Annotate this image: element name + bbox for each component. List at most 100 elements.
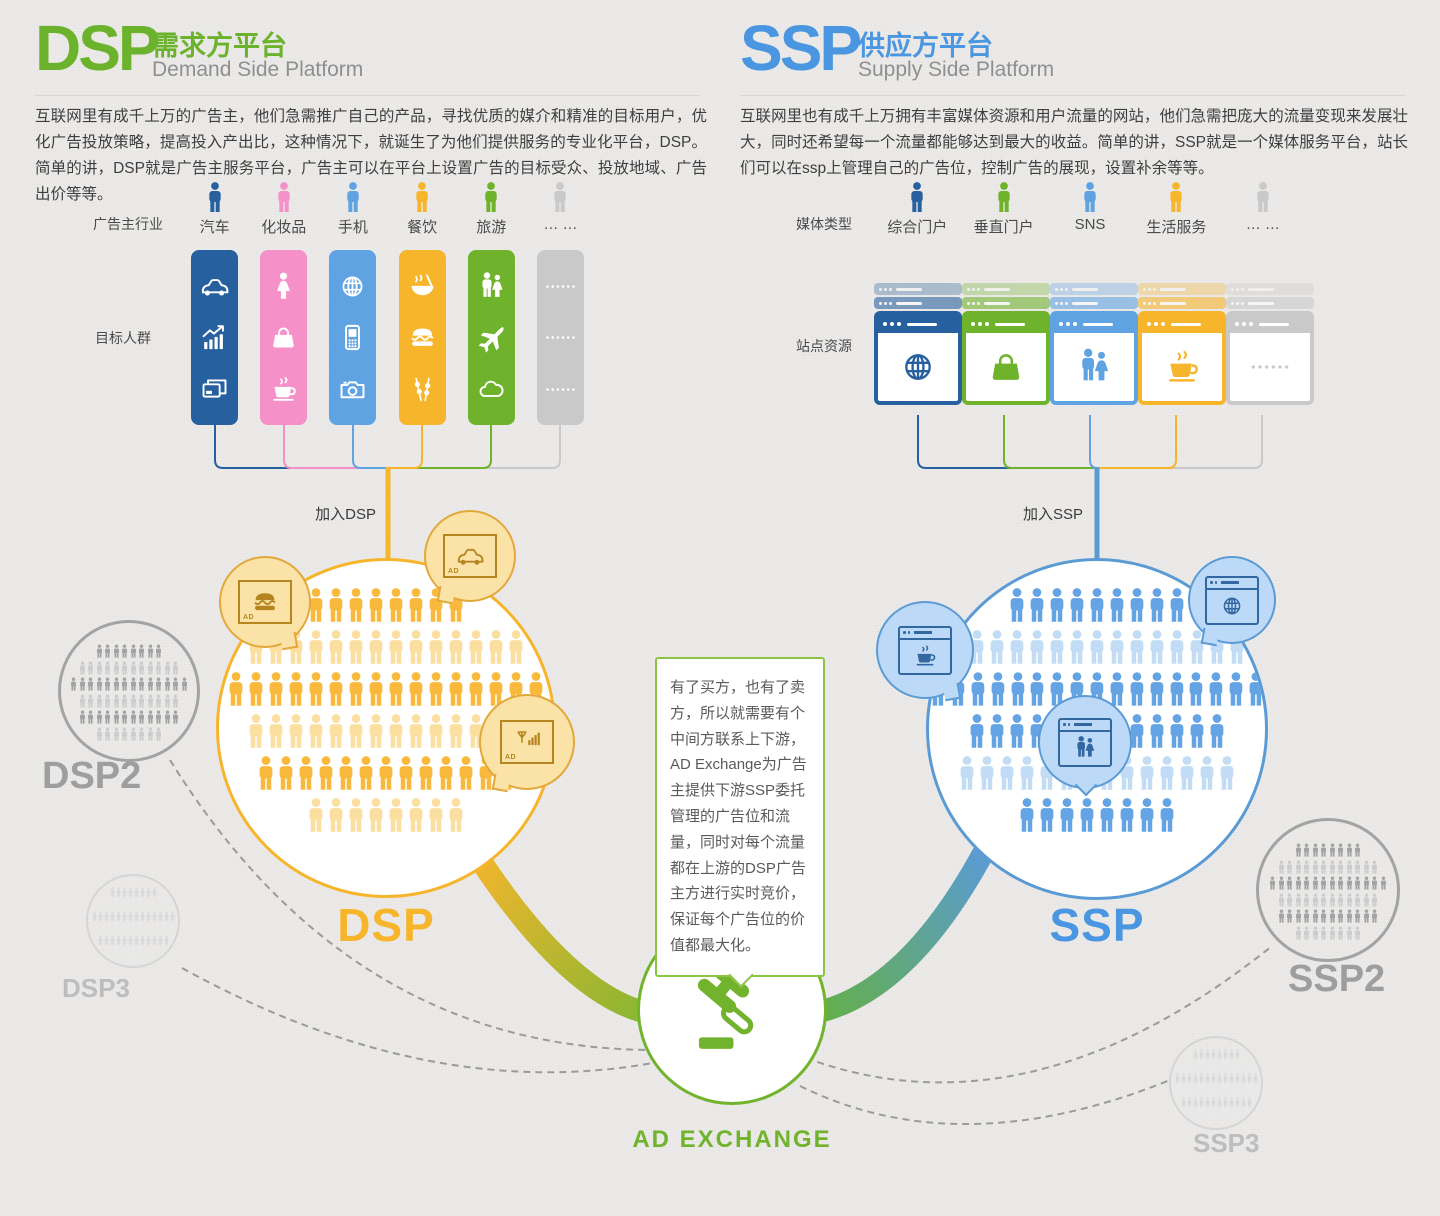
person-icon	[1198, 755, 1216, 793]
person-icon	[1217, 1097, 1222, 1108]
person-icon	[407, 797, 425, 835]
car-icon	[199, 271, 230, 302]
person-icon	[1128, 671, 1146, 709]
advertiser-category: 汽车	[180, 182, 249, 237]
person-icon	[158, 923, 163, 934]
person-icon	[1346, 909, 1353, 924]
person-icon	[507, 629, 525, 667]
person-icon	[247, 671, 265, 709]
person-icon	[1278, 860, 1285, 875]
crowd-row	[1171, 1085, 1261, 1096]
person-icon	[104, 661, 111, 676]
category-label: 综合门户	[887, 219, 948, 236]
person-icon	[155, 727, 162, 742]
person-icon	[1028, 629, 1046, 667]
person-icon	[79, 677, 86, 692]
person-icon	[164, 710, 171, 725]
person-icon	[1354, 909, 1361, 924]
browser-window	[1138, 311, 1226, 405]
crowd-row	[88, 887, 178, 898]
person-icon	[377, 755, 395, 793]
ssp-media-categories: 综合门户 垂直门户 SNS 生活服务 … …	[874, 182, 1306, 237]
crowd-row	[61, 710, 197, 725]
person-icon	[1320, 909, 1327, 924]
person-icon	[1363, 860, 1370, 875]
person-icon	[1320, 893, 1327, 908]
ssp-bus-lines	[917, 415, 1263, 469]
person-icon	[409, 182, 435, 214]
person-icon	[146, 923, 151, 934]
person-icon	[158, 899, 163, 910]
person-icon	[1217, 1085, 1222, 1096]
person-icon	[98, 911, 103, 922]
person-icon	[70, 677, 77, 692]
person-icon	[1312, 926, 1319, 941]
crowd-row	[88, 947, 178, 958]
person-icon	[1223, 1085, 1228, 1096]
cards-icon	[199, 374, 230, 405]
person-icon	[447, 671, 465, 709]
person-icon	[122, 911, 127, 922]
person-icon	[1068, 629, 1086, 667]
dsp-join-label: 加入DSP	[315, 506, 376, 523]
person-icon	[92, 911, 97, 922]
person-icon	[128, 935, 133, 946]
person-icon	[147, 710, 154, 725]
crowd-row	[88, 911, 178, 922]
person-icon	[1205, 1049, 1210, 1060]
bag-icon	[268, 322, 299, 353]
person-icon	[1346, 843, 1353, 858]
person-icon	[1158, 755, 1176, 793]
person-icon	[271, 182, 297, 214]
person-icon	[138, 727, 145, 742]
bag-icon	[986, 347, 1026, 387]
person-icon	[1278, 893, 1285, 908]
person-icon	[257, 755, 275, 793]
mini-window-titlebar	[1207, 578, 1257, 590]
person-icon	[172, 694, 179, 709]
person-icon	[998, 755, 1016, 793]
person-icon	[1371, 876, 1378, 891]
person-icon	[367, 587, 385, 625]
crowd-row	[61, 727, 197, 742]
person-icon	[128, 899, 133, 910]
person-icon	[155, 644, 162, 659]
ssp-site-bubble-sns	[1038, 695, 1132, 789]
person-icon	[397, 755, 415, 793]
person-icon	[1346, 860, 1353, 875]
crowd-row	[1171, 1073, 1261, 1084]
person-icon	[1088, 629, 1106, 667]
person-icon	[1229, 1061, 1234, 1072]
crowd-row	[61, 644, 197, 659]
person-icon	[1175, 1073, 1180, 1084]
person-icon	[140, 947, 145, 958]
person-icon	[116, 935, 121, 946]
person-icon	[327, 797, 345, 835]
person-icon	[1217, 1049, 1222, 1060]
site-window-cell	[874, 283, 962, 405]
advertiser-category: 化妆品	[249, 182, 318, 237]
crowd-row	[1259, 909, 1397, 924]
person-icon	[1247, 1085, 1252, 1096]
person-icon	[1128, 629, 1146, 667]
person-icon	[1199, 1073, 1204, 1084]
ssp2-circle	[1256, 818, 1400, 962]
person-icon	[1148, 671, 1166, 709]
person-icon	[87, 710, 94, 725]
person-icon	[1078, 797, 1096, 835]
mini-window-body	[1060, 732, 1110, 765]
window-body	[1230, 333, 1310, 401]
person-icon	[96, 644, 103, 659]
ssp-site-bubble-globe	[1188, 556, 1276, 644]
crowd-row	[61, 661, 197, 676]
person-icon	[87, 661, 94, 676]
dots-icon	[545, 322, 576, 353]
person-icon	[1337, 843, 1344, 858]
person-icon	[1178, 755, 1196, 793]
person-icon	[1181, 1085, 1186, 1096]
person-icon	[1199, 1097, 1204, 1108]
ad-badge: AD	[505, 754, 517, 761]
person-icon	[110, 899, 115, 910]
person-icon	[104, 727, 111, 742]
crowd-row	[88, 923, 178, 934]
